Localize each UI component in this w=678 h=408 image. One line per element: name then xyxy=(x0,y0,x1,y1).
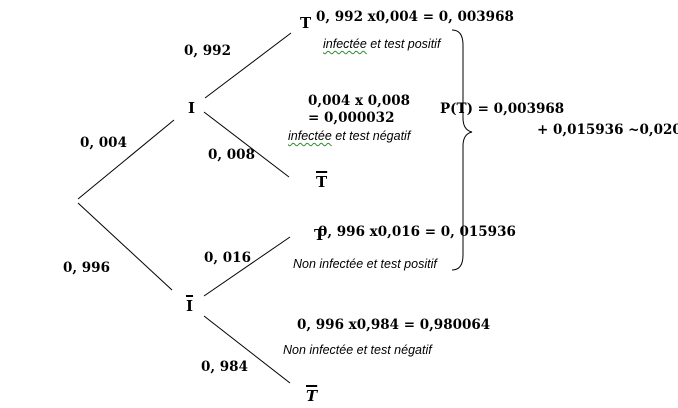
branch-I-T xyxy=(204,32,292,99)
caption-noninfected-positive: Non infectée et test positif xyxy=(293,257,437,271)
caption-rest: et test négatif xyxy=(331,129,411,143)
product-infected-negative-line1: 0,004 x 0,008 xyxy=(308,93,410,109)
node-not-T-after-I: T xyxy=(316,173,328,191)
prob-not-T-given-not-I: 0, 984 xyxy=(201,359,248,375)
prob-I: 0, 004 xyxy=(80,135,127,151)
node-T-after-not-I: T xyxy=(314,226,326,244)
prob-not-I: 0, 996 xyxy=(63,260,110,276)
caption-infected-positive: infectée et test positif xyxy=(323,38,440,51)
branch-not-I-not-T xyxy=(203,315,291,384)
caption-word: infectée xyxy=(323,37,367,51)
product-infected-positive: 0, 992 x0,004 = 0, 003968 xyxy=(316,9,514,25)
product-noninfected-negative: 0, 996 x0,984 = 0,980064 xyxy=(297,317,491,333)
branch-root-I xyxy=(77,119,175,200)
prob-not-T-given-I: 0, 008 xyxy=(208,147,255,163)
branch-not-I-T xyxy=(203,236,291,297)
caption-word: infectée xyxy=(288,129,332,143)
total-probability-line2: + 0,015936 ~0,020 xyxy=(537,122,678,138)
curly-brace xyxy=(451,29,473,271)
product-noninfected-positive: 0, 996 x0,016 = 0, 015936 xyxy=(318,224,516,240)
caption-infected-negative: infectée et test négatif xyxy=(288,130,410,143)
branch-root-not-I xyxy=(77,202,173,291)
product-infected-negative-line2: = 0,000032 xyxy=(308,110,395,126)
total-probability-line1: P(T) = 0,003968 xyxy=(440,101,565,117)
caption-noninfected-negative: Non infectée et test négatif xyxy=(283,343,432,357)
caption-rest: et test positif xyxy=(366,37,441,51)
prob-T-given-I: 0, 992 xyxy=(184,43,231,59)
branch-I-not-T xyxy=(203,111,290,178)
node-I: I xyxy=(188,99,196,117)
prob-T-given-not-I: 0, 016 xyxy=(204,250,251,266)
node-not-I: I xyxy=(186,297,194,315)
node-not-T-after-not-I: T xyxy=(306,387,318,405)
node-T-after-I: T xyxy=(300,14,312,32)
